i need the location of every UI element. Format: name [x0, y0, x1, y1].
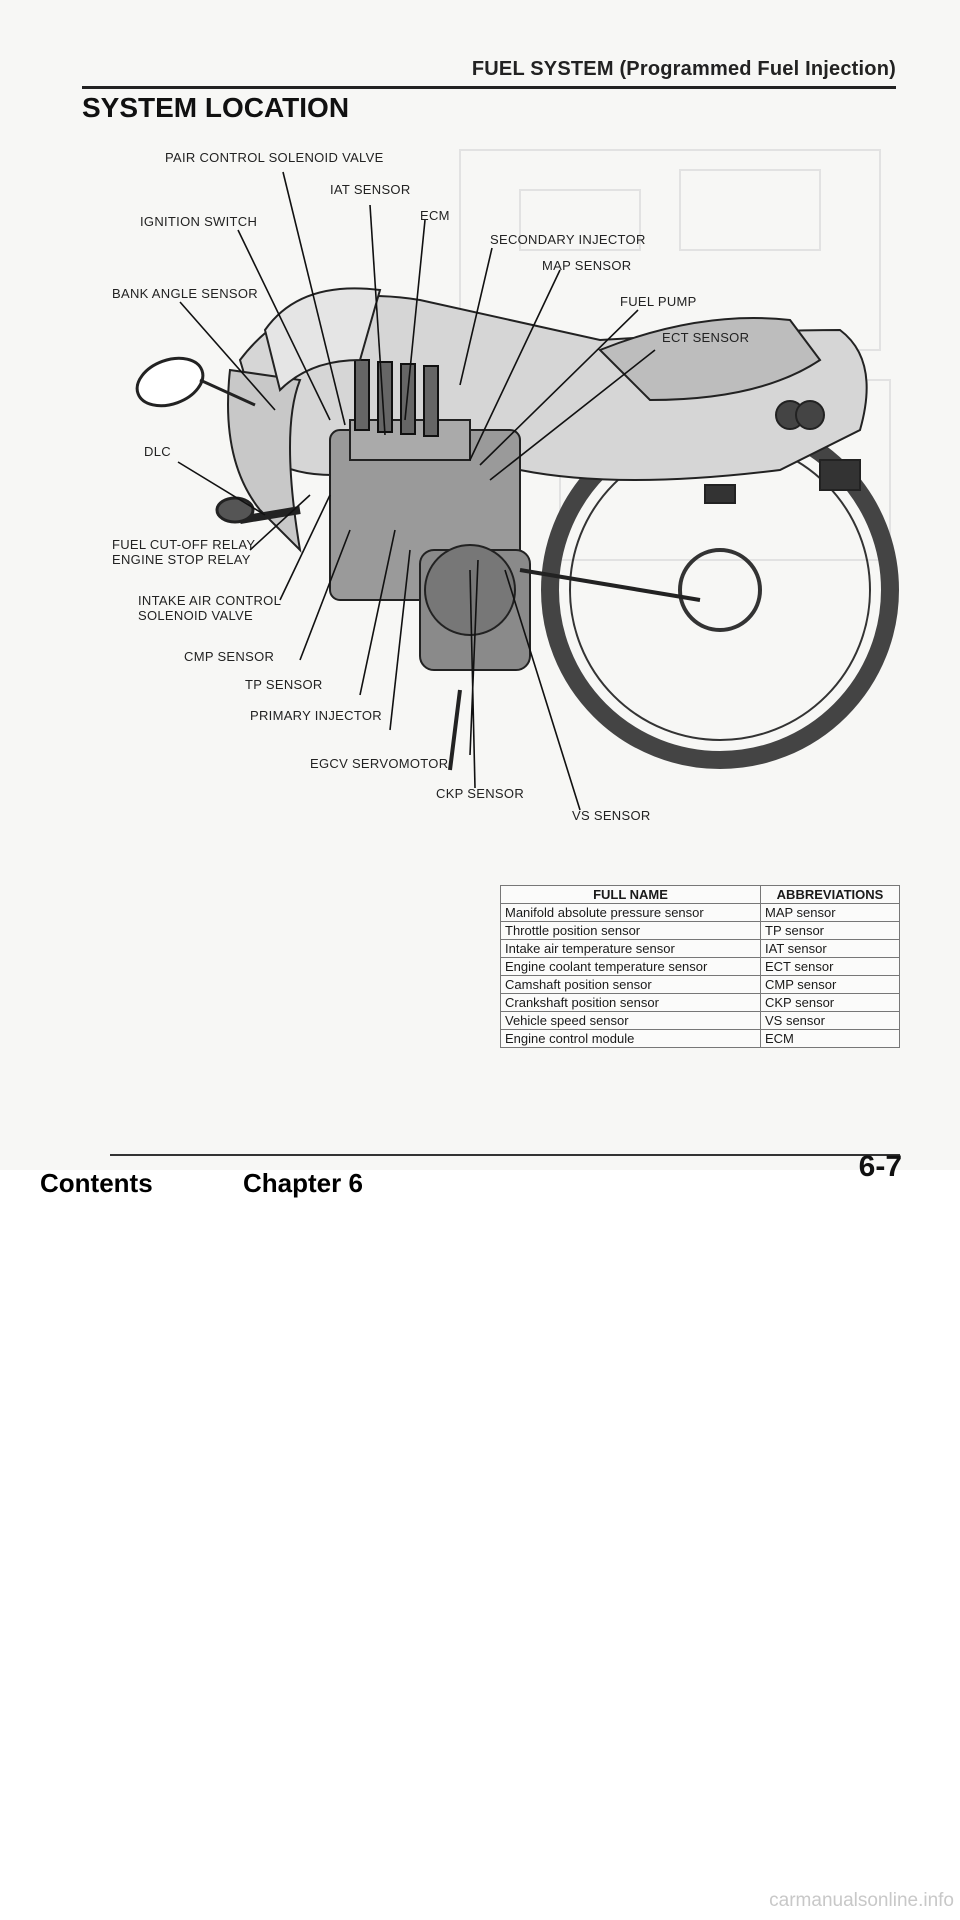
callout-bank-angle-sensor: BANK ANGLE SENSOR	[112, 286, 258, 301]
callout-tp-sensor: TP SENSOR	[245, 677, 323, 692]
chapter-header-title: FUEL SYSTEM (Programmed Fuel Injection)	[471, 58, 896, 80]
full-name-cell: Engine coolant temperature sensor	[500, 957, 761, 976]
abbreviation-cell: VS sensor	[760, 1011, 900, 1030]
abbreviation-cell: ECM	[760, 1029, 900, 1048]
callout-cmp-sensor: CMP SENSOR	[184, 649, 275, 664]
abbreviation-cell: TP sensor	[760, 921, 900, 940]
full-name-cell: Intake air temperature sensor	[500, 939, 761, 958]
callout-vs-sensor: VS SENSOR	[572, 808, 651, 823]
manual-page: FUEL SYSTEM (Programmed Fuel Injection) …	[0, 58, 960, 1183]
callout-intake-air-control-line2: SOLENOID VALVE	[138, 608, 253, 623]
site-watermark: carmanualsonline.info	[769, 1890, 954, 1911]
full-name-cell: Manifold absolute pressure sensor	[500, 903, 761, 922]
callout-engine-stop-relay-text: ENGINE STOP RELAY	[112, 552, 251, 567]
section-title: SYSTEM LOCATION	[82, 92, 350, 123]
callout-ignition-switch: IGNITION SWITCH	[140, 214, 258, 229]
callout-map-sensor: MAP SENSOR	[542, 258, 632, 273]
full-name-cell: Vehicle speed sensor	[500, 1011, 761, 1030]
callout-fuel-pump: FUEL PUMP	[620, 294, 697, 309]
abbreviation-cell: CMP sensor	[760, 975, 900, 994]
contents-link[interactable]: Contents	[40, 1168, 153, 1198]
motorcycle-illustration	[135, 149, 899, 811]
chapter-link[interactable]: Chapter 6	[243, 1168, 363, 1198]
abbreviation-cell: MAP sensor	[760, 903, 900, 922]
abbreviations-table: FULL NAME ABBREVIATIONS Manifold absolut…	[500, 885, 900, 1048]
callout-primary-injector: PRIMARY INJECTOR	[250, 708, 382, 723]
table-header-row: FULL NAME ABBREVIATIONS	[500, 885, 900, 904]
callout-iat-sensor: IAT SENSOR	[330, 182, 411, 197]
callout-pair-control-solenoid-valve: PAIR CONTROL SOLENOID VALVE	[165, 150, 384, 165]
full-name-cell: Camshaft position sensor	[500, 975, 761, 994]
callout-egcv-servomotor: EGCV SERVOMOTOR	[310, 756, 449, 771]
page-number: 6-7	[858, 1150, 902, 1183]
callout-fuel-cutoff-relay: FUEL CUT-OFF RELAY ENGINE STOP RELAY	[112, 537, 255, 567]
full-name-cell: Engine control module	[500, 1029, 761, 1048]
callout-intake-air-control-line1: INTAKE AIR CONTROL	[138, 593, 282, 608]
callout-dlc: DLC	[144, 444, 171, 459]
callout-ecm: ECM	[420, 208, 450, 223]
callout-ckp-sensor: CKP SENSOR	[436, 786, 525, 801]
motorcycle-system-diagram: PAIR CONTROL SOLENOID VALVE IAT SENSOR I…	[0, 130, 960, 830]
callout-ect-sensor: ECT SENSOR	[662, 330, 750, 345]
column-header-abbreviations: ABBREVIATIONS	[760, 885, 900, 904]
abbreviation-cell: ECT sensor	[760, 957, 900, 976]
footer-rule	[110, 1154, 900, 1156]
header-rule	[82, 86, 896, 89]
callout-secondary-injector: SECONDARY INJECTOR	[490, 232, 646, 247]
full-name-cell: Throttle position sensor	[500, 921, 761, 940]
abbreviation-cell: CKP sensor	[760, 993, 900, 1012]
callout-fuel-cutoff-relay-text: FUEL CUT-OFF RELAY	[112, 537, 256, 552]
full-name-cell: Crankshaft position sensor	[500, 993, 761, 1012]
abbreviation-cell: IAT sensor	[760, 939, 900, 958]
callout-intake-air-control-solenoid-valve: INTAKE AIR CONTROL SOLENOID VALVE	[138, 593, 281, 623]
column-header-full-name: FULL NAME	[500, 885, 761, 904]
